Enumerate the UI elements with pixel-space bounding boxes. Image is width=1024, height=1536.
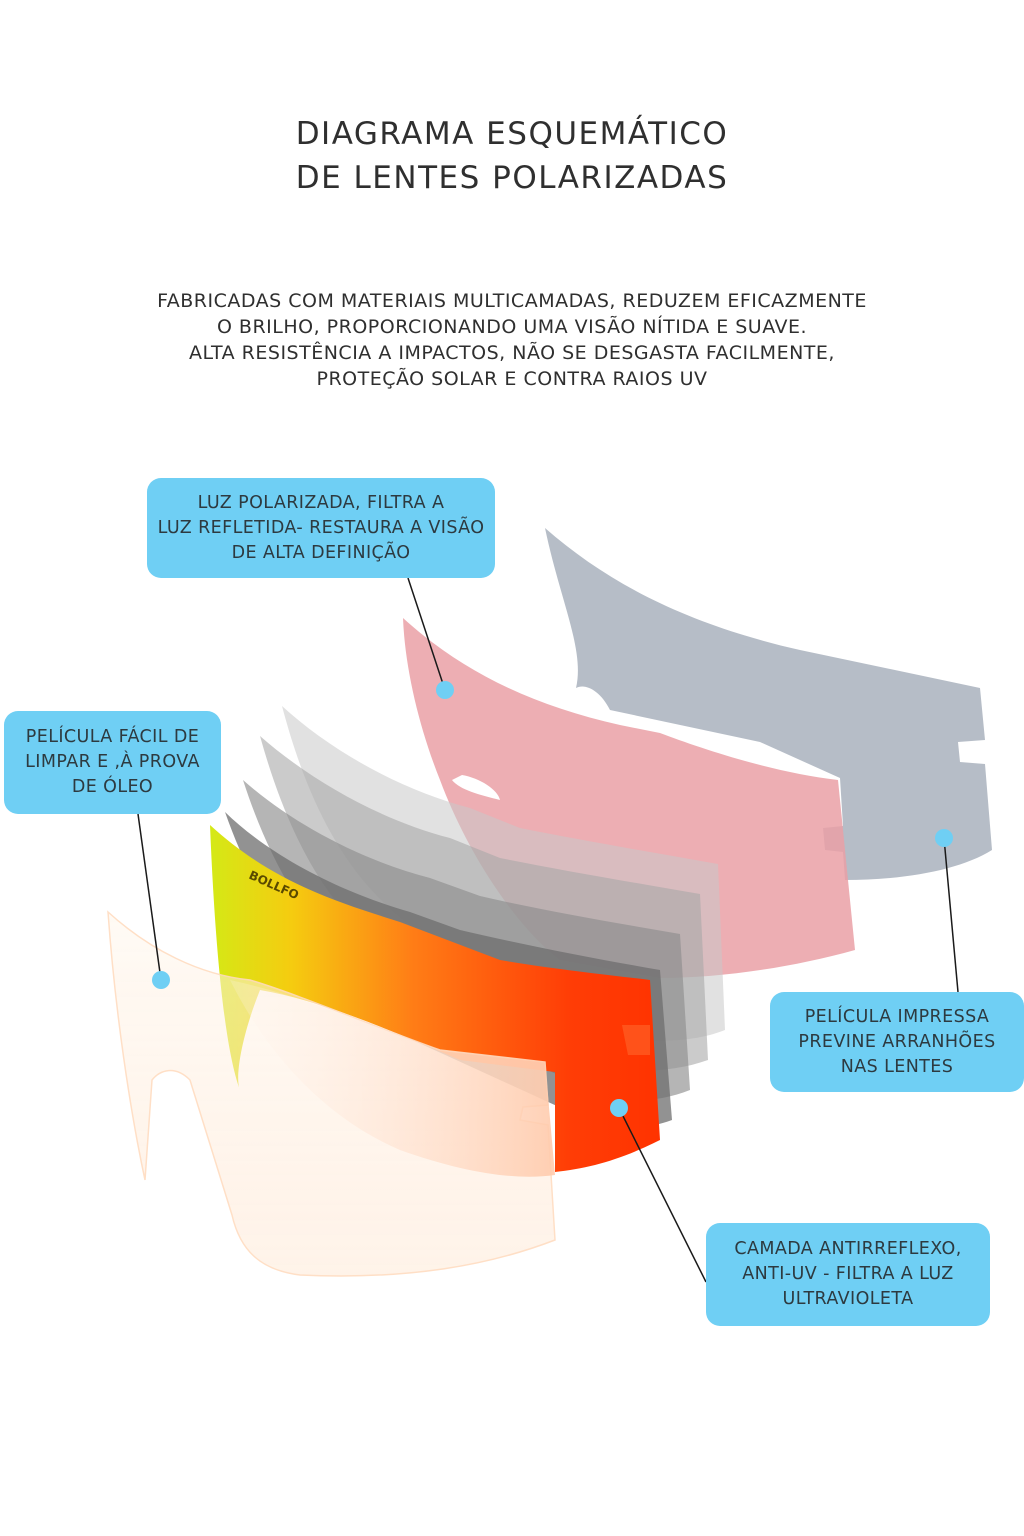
callout-anti-reflex-line-2: ANTI-UV - FILTRA A LUZ: [742, 1264, 954, 1284]
leader-line-polarized: [407, 577, 446, 691]
lens-mirror-notch: [622, 1025, 650, 1055]
lens-layer-peach-tint: [230, 980, 555, 1177]
leader-line-easy-clean: [137, 813, 162, 981]
lens-layer-gray: [545, 528, 992, 880]
callout-anti-reflex-line-3: ULTRAVIOLETA: [782, 1289, 914, 1309]
description-text: FABRICADAS COM MATERIAIS MULTICAMADAS, R…: [0, 288, 1024, 392]
lens-layer-mirror: [210, 825, 660, 1172]
callout-printed-film-line-1: PELÍCULA IMPRESSA: [804, 1006, 990, 1027]
callout-easy-clean-line-1: PELÍCULA FÁCIL DE: [25, 727, 200, 747]
description-line-1: FABRICADAS COM MATERIAIS MULTICAMADAS, R…: [157, 290, 867, 312]
marker-dot-easy-clean: [152, 971, 170, 989]
description-line-3: ALTA RESISTÊNCIA A IMPACTOS, NÃO SE DESG…: [189, 342, 835, 364]
callout-easy-clean-line-3: DE ÓLEO: [71, 777, 154, 797]
callout-printed-film-line-3: NAS LENTES: [840, 1056, 954, 1077]
marker-dot-polarized: [436, 681, 454, 699]
title-line-1: DIAGRAMA ESQUEMÁTICO: [295, 116, 729, 152]
callout-easy-clean-film: PELÍCULA FÁCIL DE LIMPAR E ,À PROVA DE Ó…: [4, 711, 221, 814]
description-line-4: PROTEÇÃO SOLAR E CONTRA RAIOS UV: [316, 368, 708, 390]
leader-line-printed-film: [943, 837, 959, 993]
description-line-2: O BRILHO, PROPORCIONANDO UMA VISÃO NÍTID…: [216, 316, 808, 338]
callout-printed-film-line-2: PREVINE ARRANHÕES: [798, 1031, 996, 1052]
marker-dot-printed-film: [935, 829, 953, 847]
title-line-2: DE LENTES POLARIZADAS: [295, 160, 729, 196]
callout-polarized-line-2: LUZ REFLETIDA- RESTAURA A VISÃO: [157, 517, 485, 538]
leader-line-anti-reflex: [618, 1107, 707, 1283]
callout-anti-reflex-line-1: CAMADA ANTIRREFLEXO,: [734, 1239, 962, 1259]
callout-printed-film: PELÍCULA IMPRESSA PREVINE ARRANHÕES NAS …: [770, 992, 1024, 1092]
marker-dot-anti-reflex: [610, 1099, 628, 1117]
callout-polarized-line-1: LUZ POLARIZADA, FILTRA A: [197, 492, 445, 513]
callout-polarized-light: LUZ POLARIZADA, FILTRA A LUZ REFLETIDA- …: [147, 478, 495, 578]
callout-polarized-line-3: DE ALTA DEFINIÇÃO: [231, 542, 411, 563]
callout-easy-clean-line-2: LIMPAR E ,À PROVA: [25, 752, 200, 772]
callout-anti-reflex-layer: CAMADA ANTIRREFLEXO, ANTI-UV - FILTRA A …: [706, 1223, 990, 1326]
diagram-title: DIAGRAMA ESQUEMÁTICO DE LENTES POLARIZAD…: [0, 112, 1024, 200]
